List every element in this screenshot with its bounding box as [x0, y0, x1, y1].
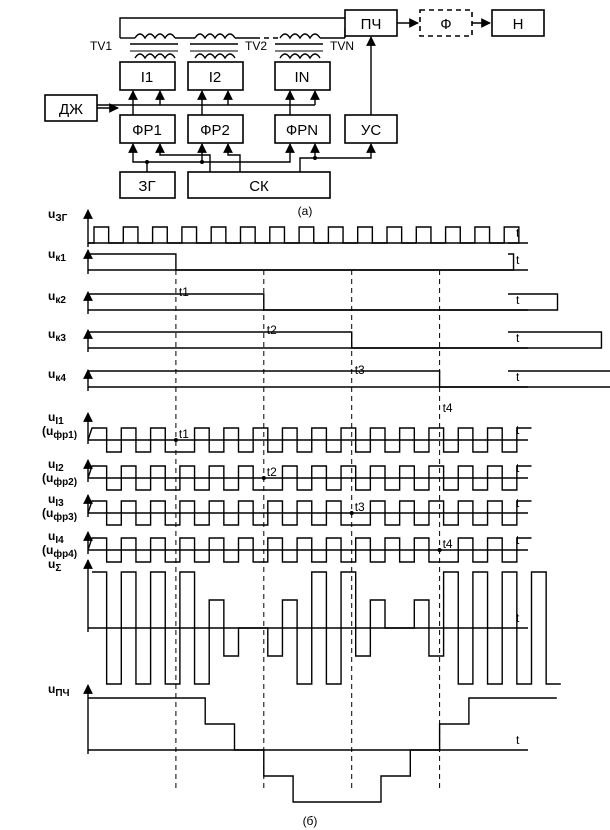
block-frn-label: ФРN: [286, 122, 318, 139]
top-bus-line: [119, 17, 345, 38]
axis-t-label-1: t: [516, 253, 520, 267]
signal-trace-10: [88, 697, 557, 803]
block-us-label: УС: [361, 122, 382, 139]
signal-trace-1: [88, 253, 515, 271]
transformer-tv2: [190, 33, 255, 60]
block-sk-label: СК: [249, 178, 269, 195]
axis-t-label-0: t: [516, 226, 520, 240]
block-zg-label: ЗГ: [138, 178, 155, 195]
row-label-0: uЗГ: [48, 207, 68, 224]
block-dzh-label: ДЖ: [59, 101, 83, 118]
block-fr2: [187, 114, 244, 144]
flip-dot-5: [173, 438, 178, 442]
caption-b: (б): [303, 814, 318, 828]
block-fr1-label: ФР1: [132, 122, 162, 139]
row-label-1: uк1: [48, 247, 66, 264]
block-f-label: Ф: [440, 16, 451, 33]
block-i2-label: I2: [209, 69, 222, 86]
timing-diagram: tuЗГtuк1tuк2tuк3tuк4tuI1(uфр1)t1tuI2(uфр…: [42, 207, 610, 803]
axis-t-label-3: t: [516, 331, 520, 345]
tick-label-8: t4: [443, 537, 453, 551]
block-pch: [344, 9, 398, 37]
axis-t-label-7: t: [516, 496, 520, 510]
uk-tick-label-3: t4: [443, 401, 453, 415]
block-pch-label: ПЧ: [361, 16, 382, 33]
uk-tick-label-1: t2: [267, 323, 277, 337]
signal-trace-9: [92, 571, 561, 685]
row-label-4: uк4: [48, 367, 66, 384]
signal-trace-3: [88, 331, 603, 349]
signal-trace-8: [87, 537, 532, 563]
axis-t-label-8: t: [516, 533, 520, 547]
axis-t-label-9: t: [516, 611, 520, 625]
signal-trace-5: [87, 427, 532, 453]
transformer-tvn: [275, 33, 345, 60]
block-dzh: [44, 94, 98, 122]
row-label-2: uк2: [48, 289, 66, 306]
signal-trace-0: [88, 226, 520, 244]
signal-trace-2: [88, 293, 559, 311]
block-i1: [119, 61, 176, 91]
block-n-label: Н: [513, 16, 524, 33]
block-in: [274, 61, 331, 91]
tick-label-7: t3: [355, 500, 365, 514]
axis-t-label-5: t: [516, 423, 520, 437]
block-sk: [187, 171, 331, 199]
tick-label-5: t1: [179, 427, 189, 441]
transformer-tv1: [120, 33, 195, 60]
uk-tick-label-0: t1: [179, 285, 189, 299]
axis-t-label-10: t: [516, 733, 520, 747]
row-label-3: uк3: [48, 327, 66, 344]
signal-trace-6: [87, 465, 532, 491]
axis-t-label-6: t: [516, 461, 520, 475]
tv2-label: TV2: [245, 39, 267, 53]
row-label-10: uПЧ: [48, 682, 70, 699]
block-n: [491, 9, 545, 37]
tick-label-6: t2: [267, 465, 277, 479]
block-i2: [187, 61, 244, 91]
block-in-label: IN: [295, 69, 310, 86]
uk-tick-label-2: t3: [355, 363, 365, 377]
block-fr2-label: ФР2: [200, 122, 230, 139]
block-fr1: [119, 114, 176, 144]
axis-t-label-4: t: [516, 370, 520, 384]
block-i1-label: I1: [141, 69, 154, 86]
signal-trace-4: [88, 370, 610, 388]
block-us: [344, 114, 398, 144]
signal-trace-7: [87, 500, 532, 526]
tv1-label: TV1: [90, 39, 112, 53]
block-diagram: TV1 TV2 TVN ПЧ Ф Н I1 I2 IN ДЖ ФР1: [44, 9, 545, 218]
block-frn: [274, 114, 331, 144]
block-zg: [119, 171, 176, 199]
axis-t-label-2: t: [516, 293, 520, 307]
tvn-label: TVN: [330, 39, 354, 53]
caption-a: (а): [298, 204, 313, 218]
